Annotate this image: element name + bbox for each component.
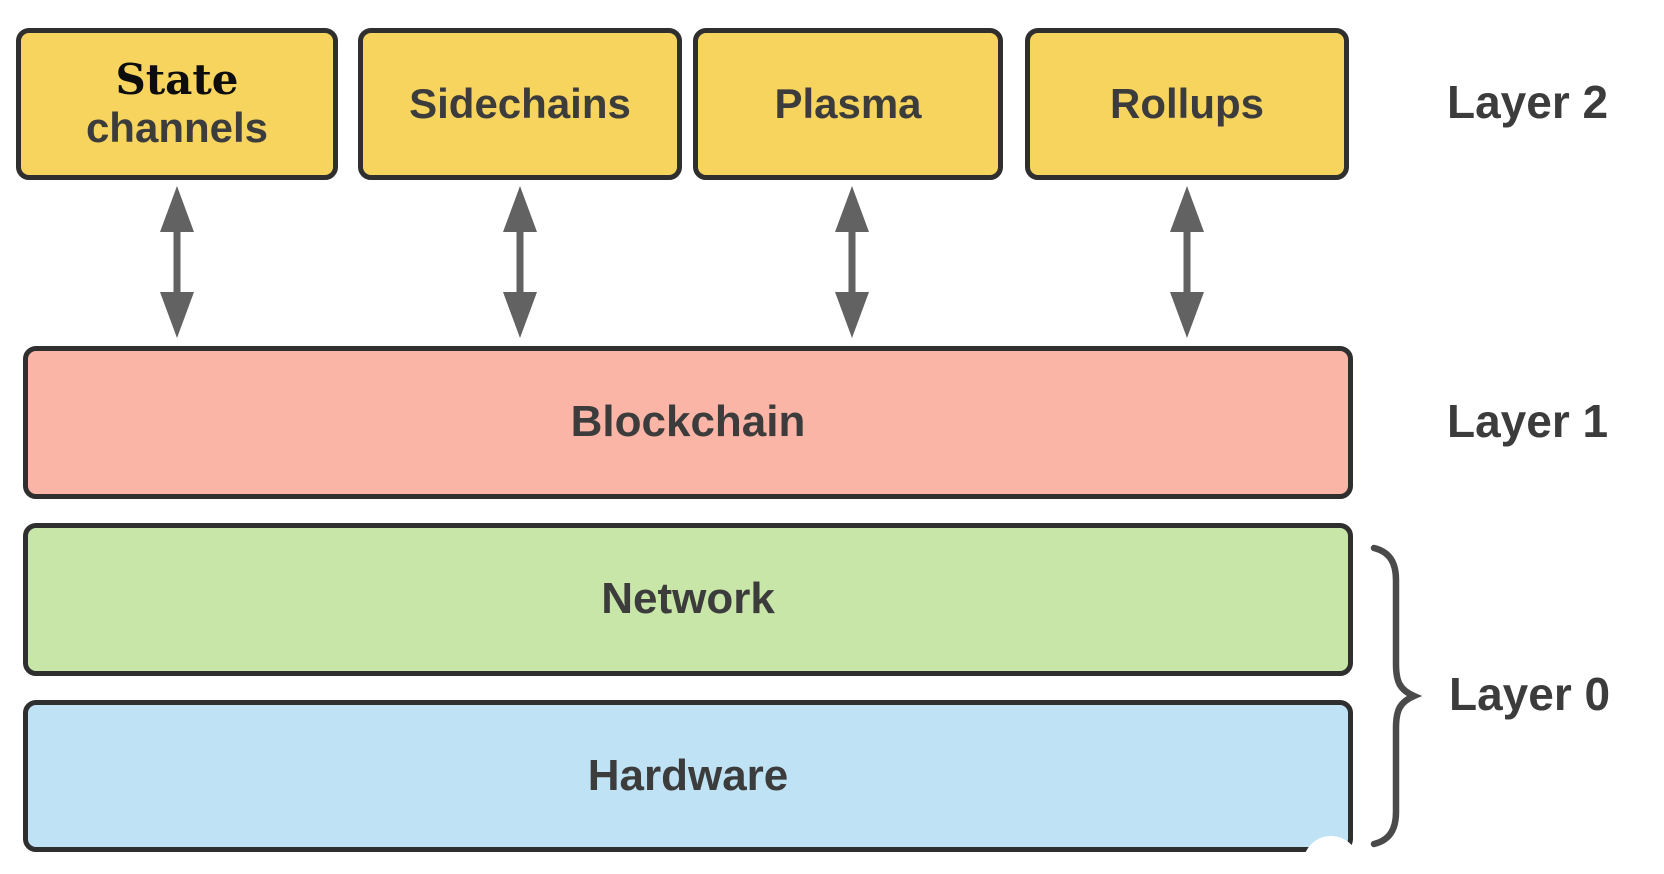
node-hardware: Hardware <box>23 700 1353 852</box>
node-blockchain-label: Blockchain <box>570 397 806 447</box>
node-plasma-label: Plasma <box>774 79 922 127</box>
node-plasma: Plasma <box>693 28 1003 180</box>
node-sidechains-label: Sidechains <box>409 79 631 127</box>
arrow-rollups-blockchain <box>1170 186 1204 338</box>
state-word: State <box>115 54 239 104</box>
node-network-label: Network <box>601 574 775 624</box>
node-network: Network <box>23 523 1353 676</box>
node-rollups: Rollups <box>1025 28 1349 180</box>
layer0-brace <box>1370 544 1423 848</box>
node-state-channels: State channels <box>16 28 338 180</box>
layer1-label: Layer 1 <box>1447 395 1609 447</box>
node-hardware-label: Hardware <box>587 750 789 800</box>
arrow-sidechains-blockchain <box>503 186 537 338</box>
layer2-label: Layer 2 <box>1447 76 1609 128</box>
channels-word: channels <box>85 104 269 151</box>
arrow-state-channels-blockchain <box>160 186 194 338</box>
node-state-channels-label: State channels <box>85 54 269 153</box>
node-rollups-label: Rollups <box>1110 79 1264 127</box>
node-sidechains: Sidechains <box>358 28 682 180</box>
node-blockchain: Blockchain <box>23 346 1353 499</box>
arrow-plasma-blockchain <box>835 186 869 338</box>
layer0-label: Layer 0 <box>1449 668 1611 720</box>
